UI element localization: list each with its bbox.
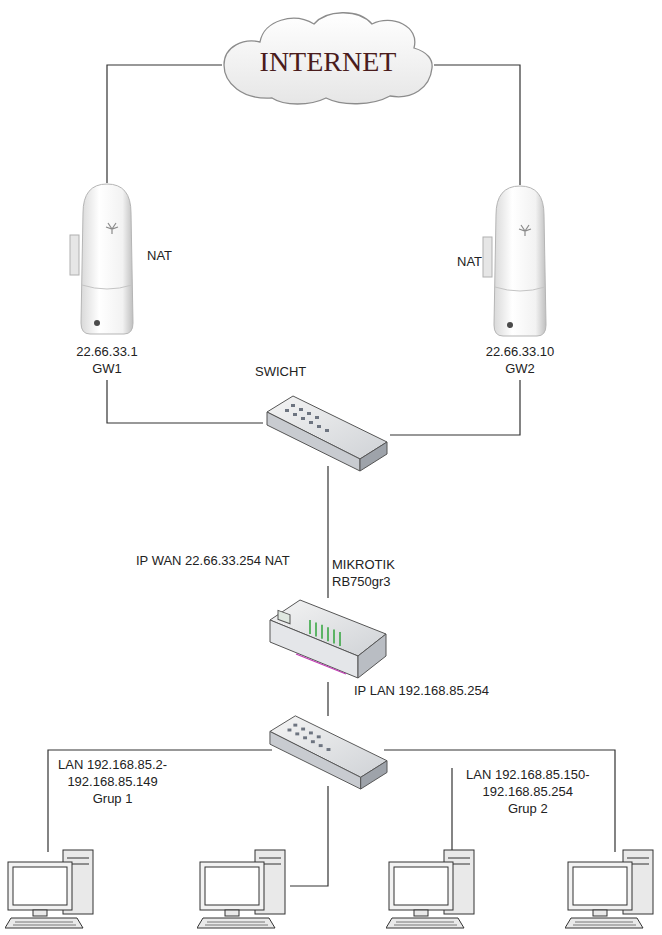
text-line: 22.66.33.1: [62, 343, 152, 360]
text-line: Grup 2: [466, 800, 590, 817]
computer: [565, 850, 653, 928]
text-line: RB750gr3: [332, 573, 395, 590]
internet-cloud: INTERNET: [222, 8, 434, 106]
network-link: [107, 65, 222, 183]
network-link: [390, 380, 520, 435]
computer: [386, 850, 474, 928]
text-line: LAN 192.168.85.2-: [58, 756, 167, 773]
gateway-label: 22.66.33.10 GW2: [470, 343, 570, 377]
network-link: [434, 65, 520, 185]
antenna-gateway: NAT22.66.33.1 GW1: [62, 183, 152, 380]
lan-ip-label: IP LAN 192.168.85.254: [354, 682, 489, 699]
text-line: Grup 1: [58, 790, 167, 807]
network-link: [107, 380, 263, 423]
group-label: LAN 192.168.85.150- 192.168.85.254 Grup …: [466, 766, 590, 817]
nat-label: NAT: [457, 253, 482, 270]
router: IP WAN 22.66.33.254 NATMIKROTIK RB750gr3…: [266, 594, 390, 682]
text-line: LAN 192.168.85.150-: [466, 766, 590, 783]
text-line: 192.168.85.254: [466, 783, 590, 800]
switch-label: SWICHT: [255, 363, 306, 380]
wire: [327, 682, 328, 716]
wire: [384, 750, 615, 852]
router-model-label: MIKROTIK RB750gr3: [332, 556, 395, 590]
sw-shape: [263, 390, 390, 472]
ant-shape: [62, 183, 152, 335]
text-line: 22.66.33.10: [470, 343, 570, 360]
antenna-gateway: NAT22.66.33.10 GW2: [475, 185, 565, 380]
group-label: LAN 192.168.85.2- 192.168.85.149 Grup 1: [58, 756, 167, 807]
computer: [5, 850, 93, 928]
network-link: [327, 466, 328, 598]
wan-label: IP WAN 22.66.33.254 NAT: [136, 552, 290, 569]
wire: [48, 750, 272, 852]
gateway-label: 22.66.33.1 GW1: [62, 343, 152, 377]
wire: [290, 786, 328, 886]
text-line: MIKROTIK: [332, 556, 395, 573]
router-shape: [266, 594, 390, 682]
ant-shape: [475, 185, 565, 337]
wire: [451, 768, 452, 852]
lan-wires: [48, 682, 615, 886]
lan-switch: [270, 716, 387, 789]
network-switch: SWICHT: [263, 390, 390, 472]
text-line: 192.168.85.149: [58, 773, 167, 790]
cloud-label: INTERNET: [222, 46, 434, 78]
text-line: GW2: [470, 360, 570, 377]
computer: [197, 850, 285, 928]
nat-label: NAT: [147, 247, 172, 264]
text-line: GW1: [62, 360, 152, 377]
